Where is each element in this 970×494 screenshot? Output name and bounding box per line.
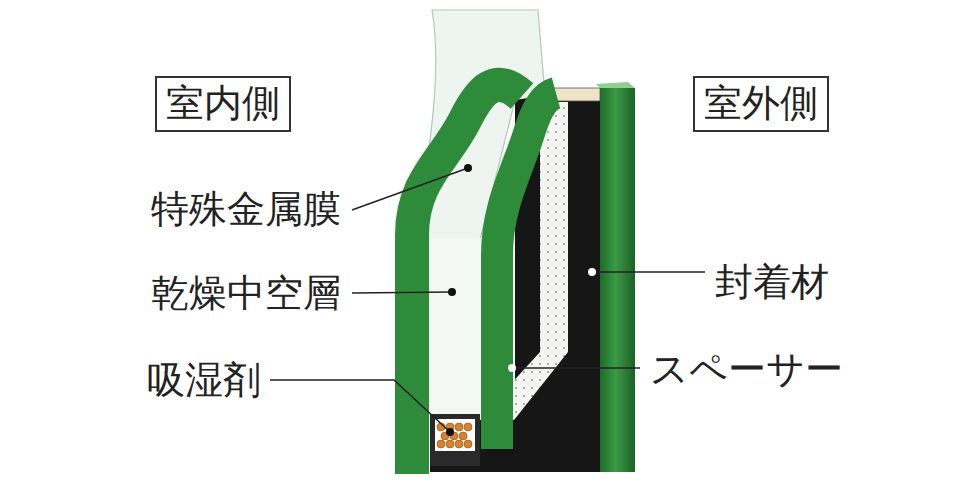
part-label: 特殊金属膜 bbox=[149, 189, 343, 231]
part-label: 封着材 bbox=[713, 262, 831, 304]
side-label: 室内側 bbox=[166, 82, 280, 126]
spacer-section bbox=[430, 414, 480, 466]
outer-pane-edge bbox=[497, 93, 556, 449]
desiccant bbox=[437, 423, 472, 448]
side-label-box: 室内側 bbox=[155, 76, 291, 132]
part-label: 吸湿剤 bbox=[145, 360, 263, 402]
part-label: 乾燥中空層 bbox=[149, 273, 343, 315]
side-label: 室外側 bbox=[704, 82, 818, 126]
air-gap bbox=[429, 238, 481, 418]
outer-pane-side bbox=[600, 88, 635, 472]
spacer-strip bbox=[540, 102, 568, 352]
leader-dots bbox=[446, 164, 596, 436]
pane-top-face bbox=[596, 82, 635, 88]
part-label: スペーサー bbox=[648, 349, 845, 391]
side-label-box: 室外側 bbox=[693, 76, 829, 132]
